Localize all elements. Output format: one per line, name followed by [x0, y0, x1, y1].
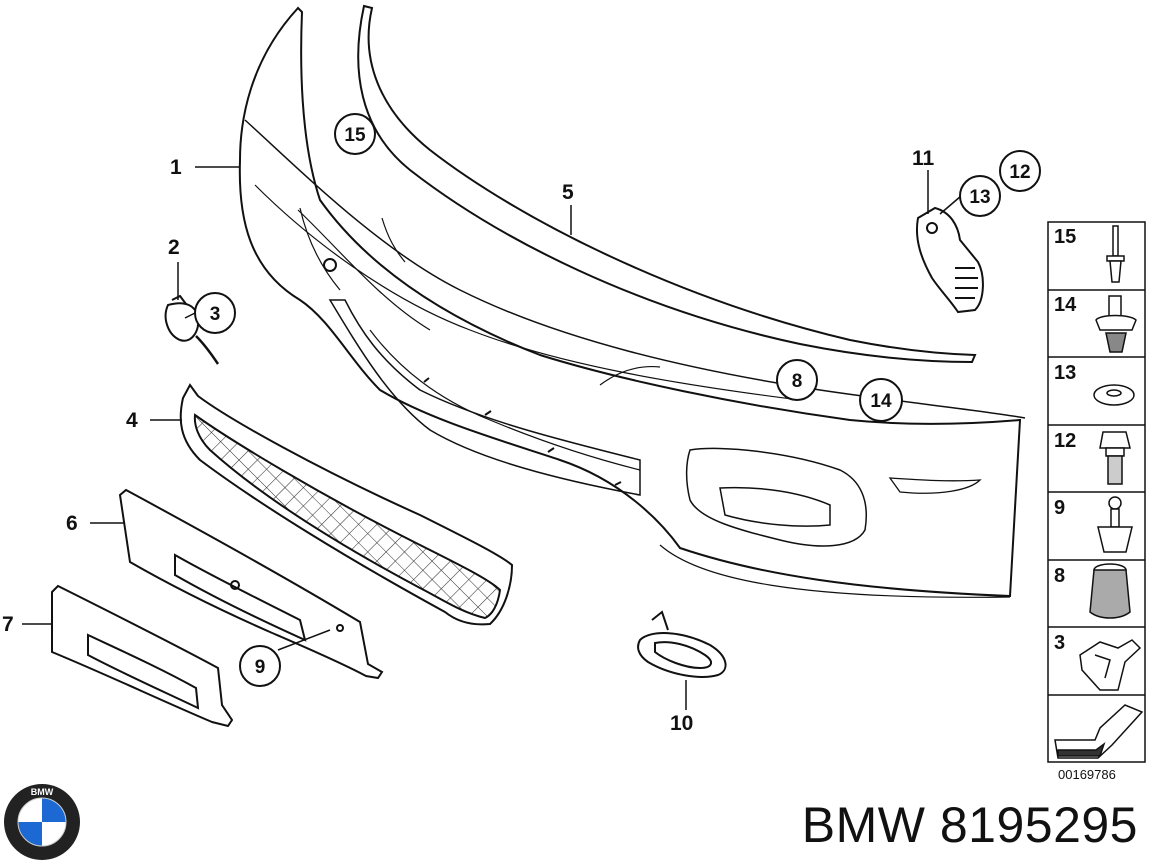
callout-3: 3 — [210, 304, 221, 325]
panel-label-12: 12 — [1054, 430, 1076, 452]
bmw-logo-letters: BMW — [31, 787, 54, 797]
callout-2: 2 — [168, 236, 180, 259]
grommet-icon — [1089, 563, 1131, 619]
callout-11: 11 — [912, 147, 935, 170]
bmw-logo: BMW — [4, 784, 80, 860]
callout-10: 10 — [670, 712, 693, 735]
callout-15: 15 — [344, 125, 366, 146]
washer-icon — [1093, 384, 1135, 406]
trim-strip — [357, 4, 977, 364]
panel-label-14: 14 — [1054, 294, 1077, 316]
callout-13: 13 — [969, 187, 990, 208]
callout-5: 5 — [562, 181, 574, 204]
grille — [179, 383, 514, 626]
rivet-icon — [1106, 225, 1125, 283]
callout-1: 1 — [170, 156, 182, 179]
panel-label-15: 15 — [1054, 226, 1076, 248]
fog-light-ring — [637, 610, 727, 678]
callout-9: 9 — [255, 657, 266, 678]
license-plate-frame — [51, 584, 234, 728]
callout-14: 14 — [870, 391, 892, 412]
push-clip-icon — [1097, 496, 1133, 553]
part-caption: BMW 8195295 — [801, 797, 1138, 853]
callout-4: 4 — [126, 409, 138, 432]
callout-12: 12 — [1009, 162, 1030, 183]
bolt-icon — [1099, 431, 1131, 485]
mounting-bracket — [916, 206, 984, 314]
callout-7: 7 — [2, 613, 14, 636]
panel-label-9: 9 — [1054, 497, 1065, 519]
callout-8: 8 — [792, 371, 803, 392]
reference-code: 00169786 — [1058, 767, 1116, 782]
panel-label-8: 8 — [1054, 565, 1065, 587]
panel-label-3: 3 — [1054, 632, 1065, 654]
bumper-shell — [238, 6, 1026, 598]
expansion-rivet-icon — [1095, 295, 1137, 353]
direction-arrow-icon — [1054, 704, 1144, 759]
leader-lines — [22, 166, 962, 710]
tow-eye-cover — [164, 294, 220, 365]
circled-callouts — [194, 113, 1041, 687]
retaining-clip-icon — [1079, 639, 1142, 691]
callout-6: 6 — [66, 512, 78, 535]
panel-label-13: 13 — [1054, 362, 1076, 384]
